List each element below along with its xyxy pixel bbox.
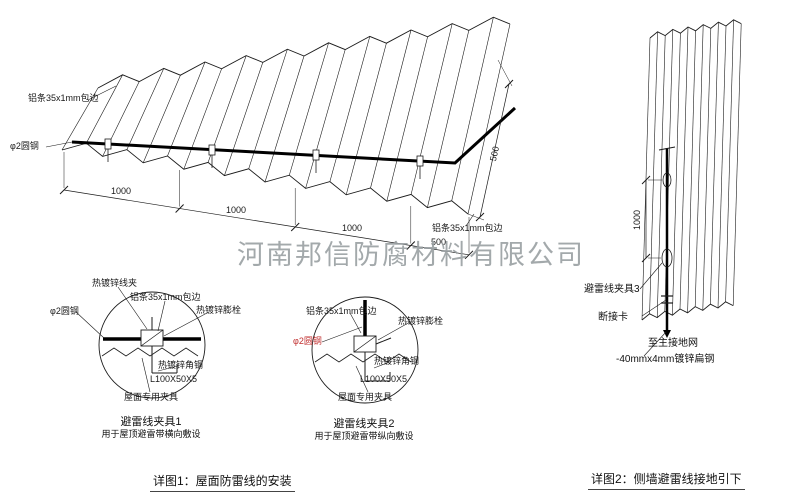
c2-label-round-steel: φ2圆钢 [293, 336, 322, 346]
c1-label-roof-fixture: 屋面专用夹具 [124, 392, 179, 402]
roof-dimension-chain [59, 152, 474, 260]
dim-1000-c: 1000 [342, 223, 363, 233]
roof-wire-clamps [104, 138, 424, 179]
down-arrow [663, 330, 671, 338]
c2-label-angle-spec: L100X50X5 [360, 374, 408, 384]
wall-label-leaders [639, 262, 667, 357]
label-al-strip-top: 铝条35x1mm包边 [28, 93, 99, 103]
detail-circle-1 [75, 286, 208, 399]
label-flat-steel: -40mmx4mm镀锌扁钢 [616, 354, 715, 365]
roof-label-leaders [45, 85, 475, 227]
c1-label-wire-clamp: 热镀锌线夹 [92, 278, 138, 288]
c2-title: 避雷线夹具2 [333, 418, 395, 430]
label-clamp3: 避雷线夹具3 [584, 284, 640, 295]
wall-dim-1000: 1000 [632, 209, 642, 230]
c2-subtitle: 用于屋顶避雷带纵向敷设 [314, 431, 414, 441]
label-round-steel-roof: φ2圆钢 [10, 141, 39, 151]
c1-label-round-steel: φ2圆钢 [50, 306, 79, 316]
caption-detail-1: 详图1：屋面防雷线的安装 [150, 472, 295, 492]
detail-bubble [311, 296, 419, 404]
c2-label-al-strip: 铝条35x1mm包边 [306, 306, 377, 316]
corrugated-sheets [61, 16, 742, 321]
c1-label-angle-spec: L100X50X5 [150, 374, 198, 384]
c1-subtitle: 用于屋顶避雷带横向敷设 [101, 429, 201, 439]
wire-clamp-symbol [104, 138, 112, 150]
sheet-section [314, 353, 412, 363]
label-disconnect-link: 断接卡 [598, 312, 628, 323]
c2-label-anchor-bolt: 热镀锌膨栓 [398, 316, 444, 326]
dim-500-a: 500 [431, 237, 447, 247]
wall-clamp-symbol [661, 248, 673, 268]
c2-label-angle-steel: 热镀锌角钢 [374, 356, 420, 366]
c1-label-al-strip: 铝条35x1mm包边 [130, 292, 201, 302]
detail-circle-2 [311, 296, 419, 404]
c1-title: 避雷线夹具1 [120, 416, 182, 428]
detail-bubble [98, 291, 206, 399]
caption-detail-2: 详图2：侧墙避雷线接地引下 [588, 470, 745, 490]
c2-label-roof-fixture: 屋面专用夹具 [338, 392, 393, 402]
company-watermark: 河南邦信防腐材料有限公司 [237, 240, 585, 270]
label-al-strip-right: 铝条35x1mm包边 [432, 223, 503, 233]
sheet-section [101, 347, 199, 357]
dim-1000-b: 1000 [226, 205, 247, 215]
wire-clamp-symbol [208, 144, 216, 156]
wall-down-conductor [658, 146, 676, 338]
roof-lightning-wire [71, 106, 517, 165]
dim-1000-a: 1000 [111, 186, 132, 196]
c1-label-angle-steel: 热镀锌角钢 [158, 360, 204, 370]
wall-clamp-symbol [662, 172, 672, 188]
wall-dimension [641, 175, 662, 263]
roof-right-dimension [467, 59, 514, 222]
wire-clamp-symbol [312, 149, 320, 161]
c1-label-anchor-bolt: 热镀锌膨栓 [196, 305, 242, 315]
wire-clamp-symbol [416, 155, 424, 167]
label-to-ground-grid: 至主接地网 [648, 338, 698, 349]
